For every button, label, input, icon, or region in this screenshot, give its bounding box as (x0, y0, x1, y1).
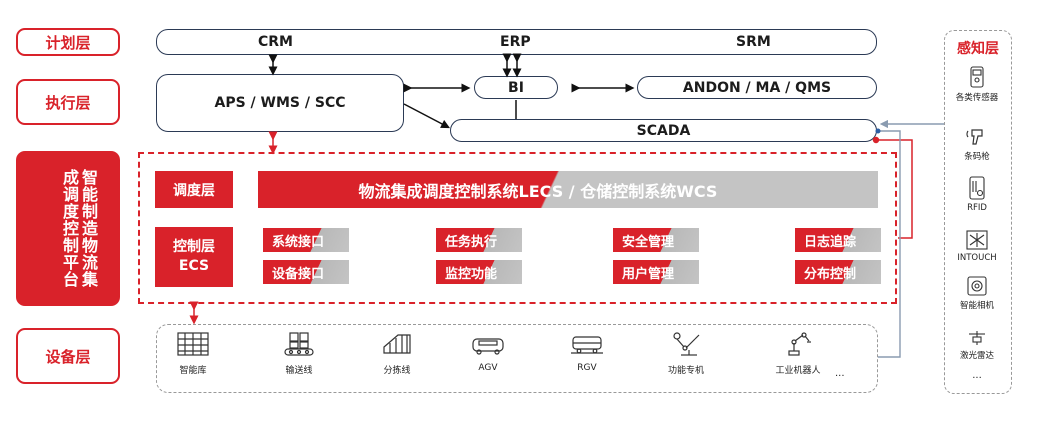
sorting-line-icon (383, 334, 411, 354)
warehouse-icon (177, 332, 209, 356)
sensor-label: 智能相机 (959, 301, 994, 311)
agv-icon (472, 338, 504, 355)
equipment-special-machine[interactable]: 功能专机 (646, 331, 726, 376)
control-layer-label: 控制层 ECS (155, 227, 233, 287)
func-device-interface[interactable]: 设备接口 (263, 260, 349, 284)
func-log-tracking[interactable]: 日志追踪 (795, 228, 881, 252)
equipment-label: RGV (577, 363, 597, 373)
bi-label: BI (508, 79, 524, 96)
sensor-label: 各类传感器 (955, 93, 999, 103)
device-layer-frame (156, 324, 878, 393)
equipment-label: 智能库 (179, 366, 207, 376)
rgv-icon (571, 336, 603, 354)
device-scada-link (878, 130, 901, 358)
equipment-industrial-robot[interactable]: 工业机器人 (758, 331, 838, 376)
equipment-label: AGV (478, 363, 498, 373)
aps-scada-arrow (403, 103, 450, 129)
layer-label-device: 设备层 (16, 328, 120, 384)
sensor-icon (970, 66, 984, 88)
bi-box[interactable]: BI (474, 76, 558, 99)
dispatch-layer-text: 调度层 (173, 182, 215, 199)
func-monitoring[interactable]: 监控功能 (436, 260, 522, 284)
func-distributed-control[interactable]: 分布控制 (795, 260, 881, 284)
sensor-more: ... (972, 370, 982, 381)
equipment-more: ... (835, 368, 845, 379)
sensor-label: INTOUCH (957, 253, 997, 263)
lecs-title: 物流集成调度控制系统LECS / 仓储控制系统WCS (358, 181, 718, 201)
special-machine-icon (673, 332, 700, 356)
control-layer-text: 控制层 ECS (173, 239, 215, 274)
scada-platform-link (876, 139, 913, 239)
platform-frame (138, 152, 897, 304)
equipment-warehouse[interactable]: 智能库 (153, 331, 233, 376)
perception-title: 感知层 (957, 41, 999, 57)
func-user-management[interactable]: 用户管理 (613, 260, 699, 284)
equipment-label: 分拣线 (383, 366, 411, 376)
sensor-label: 激光雷达 (959, 351, 994, 361)
plan-layer-bar: CRM ERP SRM (156, 29, 877, 55)
intouch-icon (966, 230, 988, 250)
intouch-item[interactable]: INTOUCH (946, 230, 1008, 263)
srm-label[interactable]: SRM (736, 34, 771, 50)
lidar-icon (969, 331, 985, 345)
equipment-label: 工业机器人 (775, 366, 821, 376)
platform-title: 智能制造物流集成调度控制平台 (60, 169, 98, 288)
scada-box[interactable]: SCADA (450, 119, 877, 142)
industrial-robot-icon (788, 332, 811, 356)
layer-label-plan: 计划层 (16, 28, 120, 56)
sensor-item[interactable]: 各类传感器 (946, 66, 1008, 103)
crm-label[interactable]: CRM (258, 34, 293, 50)
erp-label[interactable]: ERP (500, 34, 531, 50)
layer-label-exec: 执行层 (16, 79, 120, 125)
equipment-sorting-line[interactable]: 分拣线 (357, 331, 437, 376)
aps-wms-scc-box[interactable]: APS / WMS / SCC (156, 74, 404, 132)
sensor-label: 条码枪 (964, 152, 990, 162)
layer-label-platform: 智能制造物流集成调度控制平台 (16, 151, 120, 306)
camera-item[interactable]: 智能相机 (946, 276, 1008, 311)
rfid-item[interactable]: RFID (946, 176, 1008, 213)
equipment-agv[interactable]: AGV (448, 331, 528, 373)
func-system-interface[interactable]: 系统接口 (263, 228, 349, 252)
func-security-management[interactable]: 安全管理 (613, 228, 699, 252)
andon-ma-qms-box[interactable]: ANDON / MA / QMS (637, 76, 877, 99)
aps-wms-scc-label: APS / WMS / SCC (214, 95, 346, 111)
rfid-icon (969, 176, 985, 200)
equipment-rgv[interactable]: RGV (547, 331, 627, 373)
func-task-execution[interactable]: 任务执行 (436, 228, 522, 252)
equipment-label: 输送线 (285, 366, 313, 376)
barcode-scanner-item[interactable]: 条码枪 (946, 125, 1008, 162)
conveyor-icon (284, 332, 314, 356)
equipment-label: 功能专机 (667, 366, 704, 376)
equipment-conveyor[interactable]: 输送线 (259, 331, 339, 376)
dispatch-layer-label: 调度层 (155, 171, 233, 208)
barcode-scanner-icon (966, 129, 983, 145)
lecs-banner[interactable]: 物流集成调度控制系统LECS / 仓储控制系统WCS (258, 171, 878, 208)
scada-label: SCADA (636, 122, 691, 139)
camera-icon (967, 276, 987, 296)
perception-frame (944, 30, 1012, 394)
lidar-item[interactable]: 激光雷达 (946, 330, 1008, 361)
sensor-label: RFID (967, 203, 987, 213)
andon-ma-qms-label: ANDON / MA / QMS (682, 79, 832, 96)
